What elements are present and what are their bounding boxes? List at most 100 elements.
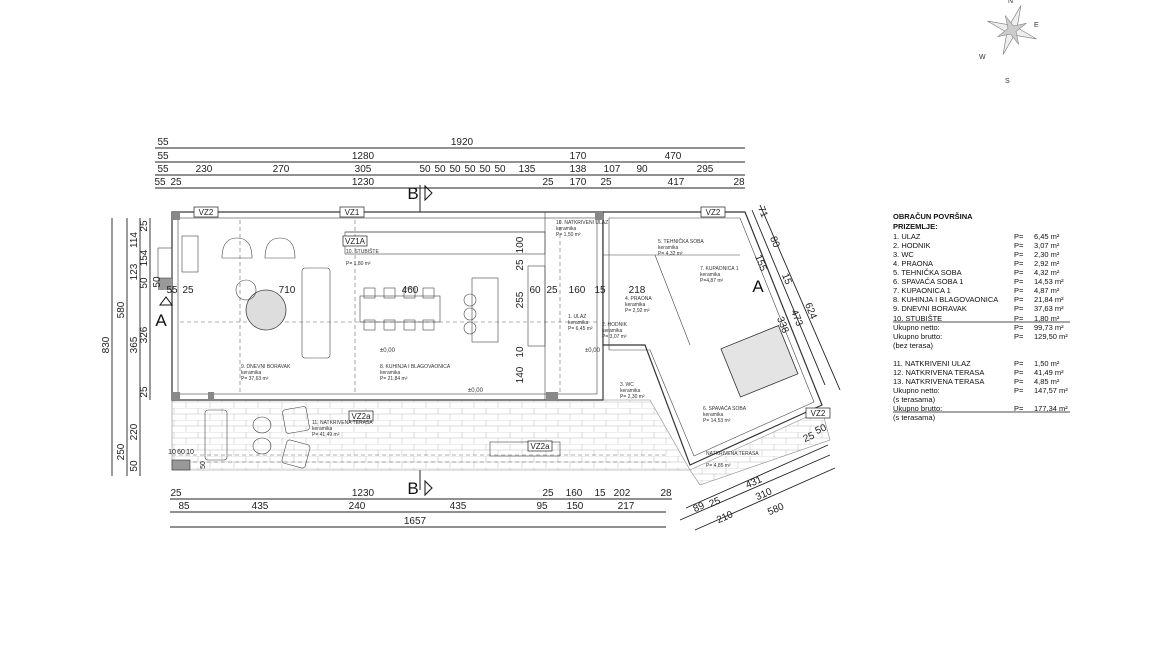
room-area: P= 4,85 m² (706, 463, 731, 469)
dimension-label: 1280 (352, 151, 375, 162)
room-floor: keramika (241, 370, 262, 376)
window-tag-box (805, 407, 831, 419)
dimension-label: 50 (129, 460, 140, 472)
legend-value: 4,32 m² (1034, 268, 1060, 277)
room-name: 7. KUPAONICA 1 (700, 266, 739, 272)
room-area: P= 41,49 m² (312, 432, 340, 438)
dimension-label: 10 (168, 449, 176, 456)
legend-label: 7. KUPAONICA 1 (893, 286, 951, 295)
dimension-label: 25 (515, 259, 526, 271)
dimension-label: 123 (129, 263, 140, 280)
room-area: P= 3,07 m² (602, 334, 627, 340)
legend-value: 41,49 m² (1034, 368, 1064, 377)
legend-label: 13. NATKRIVENA TERASA (893, 377, 984, 386)
dimension-label: 55 (157, 151, 169, 162)
dimension-label: 50 (434, 164, 446, 175)
dimension-label: 25 (802, 430, 817, 445)
dimension-label: 1230 (352, 488, 375, 499)
dimension-label: 50 (494, 164, 506, 175)
dimension-label: 310 (754, 486, 774, 503)
legend-p: P= (1014, 259, 1024, 268)
legend-label: 10. STUBIŠTE (893, 314, 942, 323)
sofa-icon (301, 267, 331, 359)
section-a-label: A (155, 311, 167, 330)
window-tag: VZ2 (706, 208, 721, 217)
room-floor: keramika (556, 226, 577, 232)
dimension-label: 50 (200, 461, 207, 469)
room-floor: keramika (700, 272, 721, 278)
legend-p: P= (1014, 268, 1024, 277)
dimension-label: 435 (252, 501, 269, 512)
dimension-label: 28 (733, 177, 745, 188)
dimension-label: 230 (196, 164, 213, 175)
dimension-label: 50 (479, 164, 491, 175)
legend-value: 2,30 m² (1034, 250, 1060, 259)
level-marker: ±0,00 (380, 348, 396, 354)
dimension-label: 95 (536, 501, 548, 512)
covered-terrace (171, 399, 831, 486)
legend-label: 3. WC (893, 250, 914, 259)
dimension-label: 1657 (404, 516, 427, 527)
room-name: 4. PRAONA (625, 296, 652, 302)
room-name: 6. SPAVAĆA SOBA (703, 405, 747, 412)
dimension-label: 460 (402, 285, 419, 296)
room-area: P= 37,63 m² (241, 376, 269, 382)
dimension-label: 15 (594, 488, 606, 499)
dimension-label: 218 (629, 285, 646, 296)
dimension-label: 50 (419, 164, 431, 175)
legend-title: OBRAČUN POVRŠINA (893, 212, 973, 221)
window-tag: VZ2a (351, 412, 371, 421)
dimension-label: 135 (519, 164, 536, 175)
dimension-label: 202 (614, 488, 631, 499)
legend-value: 6,45 m² (1034, 232, 1060, 241)
dimension-label: 55 (166, 285, 178, 296)
window-tag: VZ2 (199, 208, 214, 217)
bed-icon (720, 325, 799, 398)
room-name: NATKRIVENA TERASA (706, 451, 759, 457)
dimension-label: 55 (154, 177, 166, 188)
legend-label: 1. ULAZ (893, 232, 921, 241)
dimension-label: 100 (515, 236, 526, 253)
kitchen-counter-icon (527, 265, 546, 347)
dimension-label: 25 (170, 177, 182, 188)
legend-label: 11. NATKRIVENI ULAZ (893, 359, 971, 368)
dimension-label: 210 (715, 509, 735, 526)
room-name: 11. NATKRIVENA TERASA (312, 420, 373, 426)
dimension-label: 60 (177, 449, 185, 456)
legend-value: 3,07 m² (1034, 241, 1060, 250)
legend-p: P= (1014, 277, 1024, 286)
dimension-label: 25 (600, 177, 612, 188)
window-tag: VZ2 (811, 409, 826, 418)
dimension-label: 270 (273, 164, 290, 175)
section-a-label-right: A (752, 277, 764, 296)
dimension-label: 830 (101, 336, 112, 353)
dimension-label: 25 (542, 488, 554, 499)
legend-label: 12. NATKRIVENA TERASA (893, 368, 984, 377)
level-marker: ±0,00 (585, 348, 601, 354)
legend-value: 147,57 m² (1034, 386, 1068, 395)
legend-p: P= (1014, 295, 1024, 304)
legend-value: 21,84 m² (1034, 295, 1064, 304)
dimension-label: 25 (170, 488, 182, 499)
legend-label: (s terasama) (893, 395, 936, 404)
dimension-label: 25 (139, 386, 150, 398)
dimension-label: 170 (570, 151, 587, 162)
dimension-label: 50 (464, 164, 476, 175)
dimension-label: 50 (139, 277, 150, 289)
room-area: P= 1,80 m² (346, 261, 371, 267)
dimension-label: 28 (660, 488, 672, 499)
dimension-label: 89 (692, 500, 707, 515)
legend-value: 37,63 m² (1034, 304, 1064, 313)
dimension-label: 25 (139, 220, 150, 232)
section-b-label-bottom: B (407, 479, 418, 498)
dimension-label: 85 (178, 501, 190, 512)
dimension-label: 217 (618, 501, 635, 512)
dimension-label: 417 (668, 177, 685, 188)
dining-table-icon (359, 295, 441, 323)
compass-w: W (979, 54, 986, 61)
dimension-label: 25 (182, 285, 194, 296)
dimension-label: 710 (279, 285, 296, 296)
room-area: P= 1,50 m² (556, 232, 581, 238)
room-floor: keramika (312, 426, 333, 432)
dimension-label: 114 (129, 232, 140, 248)
